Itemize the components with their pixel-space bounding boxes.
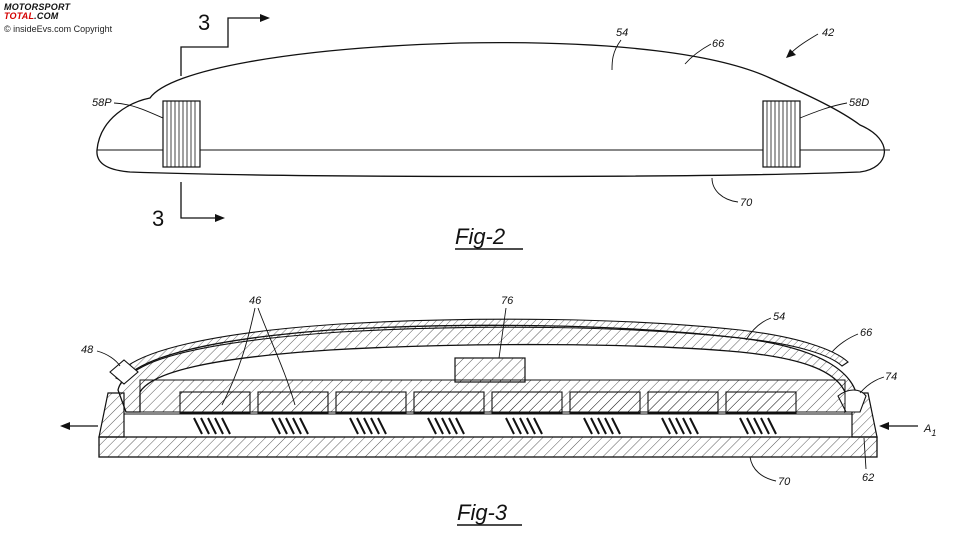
- ref-46: 46: [249, 295, 262, 307]
- lamp-body-outline: [96, 42, 886, 178]
- ref-54-fig2: 54: [616, 27, 628, 39]
- led-module: [569, 391, 641, 435]
- led-module: [257, 391, 329, 435]
- brand-suffix: .COM: [34, 11, 59, 21]
- brand-line-2: TOTAL.COM: [4, 12, 70, 21]
- figure-2: 3 3 54 66 42 58P 58D 70 Fig-2: [92, 10, 890, 250]
- leader-66-fig3: [831, 333, 859, 353]
- figure-3-caption: Fig-3: [457, 500, 508, 525]
- ref-74: 74: [885, 371, 897, 383]
- leader-62: [863, 437, 867, 470]
- section-label-bottom: 3: [152, 206, 164, 231]
- right-puck-58d: [762, 100, 801, 168]
- brand-red-word: TOTAL: [4, 11, 35, 21]
- leader-74: [859, 376, 885, 394]
- ref-70-fig2: 70: [740, 197, 753, 209]
- ref-axis-a: A1: [923, 423, 936, 438]
- axis-a-main: A: [923, 423, 931, 435]
- leader-46-b: [257, 307, 296, 406]
- ref-62: 62: [862, 472, 874, 484]
- left-direction-arrow: [60, 422, 98, 430]
- leader-58p: [113, 102, 164, 119]
- ref-76: 76: [501, 295, 514, 307]
- left-puck-58p: [162, 100, 201, 168]
- leader-70-fig2: [711, 177, 739, 203]
- section-label-top: 3: [198, 10, 210, 35]
- figure-2-caption: Fig-2: [455, 224, 505, 249]
- brand-line-1: MOTORSPORT: [4, 2, 71, 12]
- led-module: [491, 391, 563, 435]
- lens-shell: [115, 318, 849, 383]
- ref-48: 48: [81, 344, 94, 356]
- axis-a-sub: 1: [931, 428, 936, 438]
- leader-76: [498, 307, 507, 359]
- ref-58d: 58D: [849, 97, 869, 109]
- led-module: [413, 391, 485, 435]
- led-module-row: [179, 391, 797, 435]
- leader-46-a: [221, 307, 256, 406]
- ref-70-fig3: 70: [778, 476, 791, 488]
- leader-54-fig2: [611, 39, 622, 71]
- leader-48: [96, 350, 121, 367]
- right-direction-arrow-a1: [879, 422, 918, 430]
- circuit-board-76: [454, 357, 526, 383]
- led-module: [179, 391, 251, 435]
- brand-logo: MOTORSPORT TOTAL.COM: [4, 3, 70, 21]
- copyright-notice: © insideEvs.com Copyright: [4, 24, 113, 34]
- ref-54-fig3: 54: [773, 311, 785, 323]
- leader-54-fig3: [745, 317, 772, 341]
- ref-42-fig2: 42: [822, 27, 834, 39]
- ref-66-fig3: 66: [860, 327, 873, 339]
- left-side-wall: [98, 392, 125, 438]
- ref-58p: 58P: [92, 97, 112, 109]
- leader-66-fig2: [684, 43, 712, 65]
- ref-66-fig2: 66: [712, 38, 725, 50]
- section-arrow-top: [180, 14, 270, 76]
- led-module: [335, 391, 407, 435]
- led-module: [725, 391, 797, 435]
- led-module: [647, 391, 719, 435]
- figure-3: 46 76 54 66 48 74 A1 70 62 Fig-3: [60, 295, 936, 526]
- leader-58d: [799, 102, 848, 119]
- leader-42-arrow: [786, 33, 819, 58]
- left-clip-48: [109, 359, 139, 385]
- base-plate: [98, 436, 878, 458]
- leader-70-fig3: [749, 456, 777, 482]
- section-arrow-bottom: [180, 182, 225, 222]
